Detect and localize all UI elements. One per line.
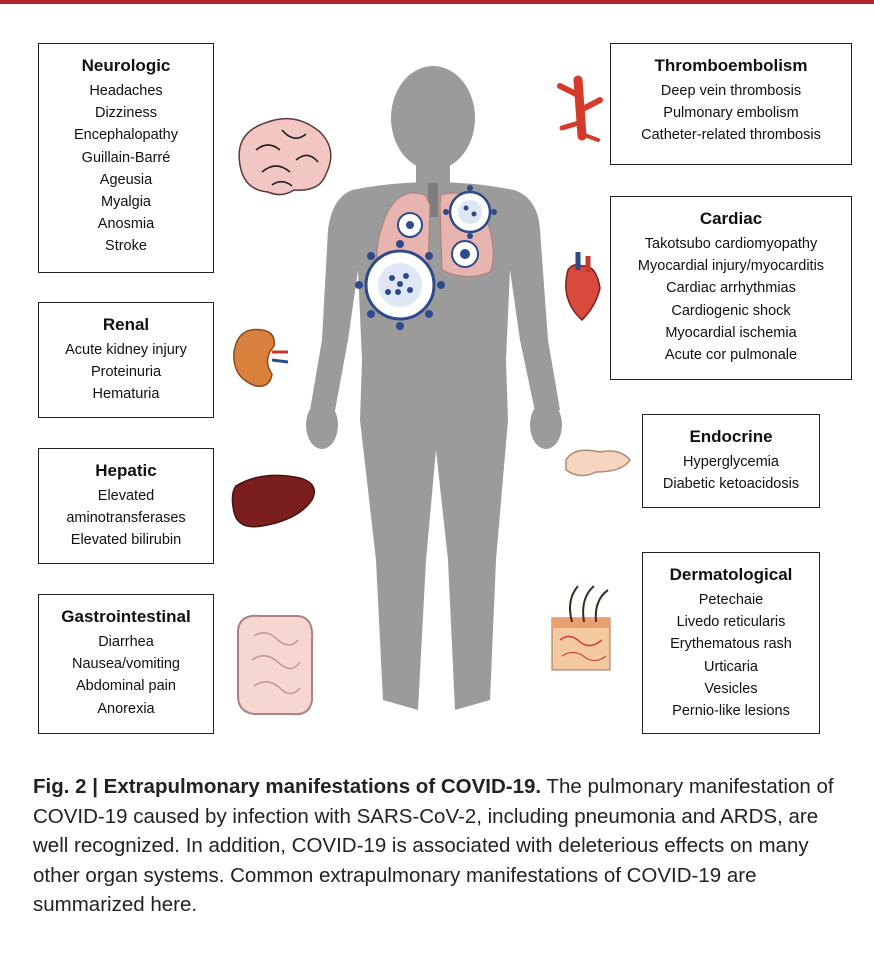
- box-title: Thromboembolism: [654, 56, 808, 75]
- virus-icon: [355, 185, 497, 330]
- neurologic-box: Neurologic Headaches Dizziness Encephalo…: [38, 43, 214, 273]
- list-item: Proteinuria: [90, 364, 162, 381]
- accent-bar: [0, 0, 874, 4]
- list-item: Myocardial ischemia: [665, 324, 797, 341]
- list-item: Acute kidney injury: [65, 342, 187, 358]
- list-item: Anosmia: [97, 216, 155, 233]
- box-title: Cardiac: [699, 209, 763, 228]
- list-item: Myocardial injury/myocarditis: [637, 258, 825, 275]
- endocrine-box: Endocrine Hyperglycemia Diabetic ketoaci…: [642, 414, 820, 508]
- caption-lead: Fig. 2 | Extrapulmonary manifestations o…: [33, 775, 542, 798]
- list-item: Encephalopathy: [74, 127, 178, 144]
- list-item: Ageusia: [99, 171, 153, 188]
- list-item: Livedo reticularis: [676, 614, 786, 631]
- list-item: Guillain-Barré: [81, 149, 171, 166]
- liver-icon: [231, 474, 315, 528]
- list-item: Pulmonary embolism: [663, 105, 799, 122]
- list-item: Diabetic ketoacidosis: [662, 476, 800, 493]
- list-item: Hyperglycemia: [683, 454, 779, 470]
- list-item: Anorexia: [97, 700, 155, 717]
- box-title: Hepatic: [95, 461, 157, 480]
- list-item: Elevated bilirubin: [70, 532, 182, 549]
- list-item: aminotransferases: [66, 510, 186, 527]
- box-title: Renal: [102, 315, 150, 334]
- human-body-icon: [306, 66, 562, 710]
- list-item: Takotsubo cardiomyopathy: [644, 236, 818, 252]
- box-title: Dermatological: [669, 565, 793, 584]
- renal-box: Renal Acute kidney injury Proteinuria He…: [38, 302, 214, 418]
- list-item: Acute cor pulmonale: [664, 347, 798, 364]
- list-item: Dizziness: [94, 105, 158, 122]
- list-item: Cardiac arrhythmias: [666, 280, 796, 297]
- list-item: Hematuria: [92, 386, 160, 403]
- list-item: Elevated: [97, 488, 155, 504]
- list-item: Erythematous rash: [670, 636, 792, 653]
- list-item: Headaches: [89, 83, 163, 99]
- kidney-icon: [233, 328, 289, 387]
- list-item: Deep vein thrombosis: [660, 83, 802, 99]
- box-title: Gastrointestinal: [61, 607, 191, 626]
- gastrointestinal-box: Gastrointestinal Diarrhea Nausea/vomitin…: [38, 594, 214, 734]
- list-item: Nausea/vomiting: [72, 656, 180, 673]
- list-item: Cardiogenic shock: [671, 302, 791, 319]
- hepatic-box: Hepatic Elevated aminotransferases Eleva…: [38, 448, 214, 564]
- list-item: Myalgia: [101, 194, 151, 211]
- pancreas-icon: [565, 449, 631, 477]
- thromboembolism-box: Thromboembolism Deep vein thrombosis Pul…: [610, 43, 852, 165]
- heart-icon: [565, 252, 601, 322]
- intestine-icon: [237, 614, 314, 716]
- brain-icon: [238, 117, 332, 196]
- figure-caption: Fig. 2 | Extrapulmonary manifestations o…: [33, 772, 853, 920]
- cardiac-box: Cardiac Takotsubo cardiomyopathy Myocard…: [610, 196, 852, 380]
- list-item: Petechaie: [698, 592, 764, 608]
- box-title: Endocrine: [689, 427, 773, 446]
- dermatological-box: Dermatological Petechaie Livedo reticula…: [642, 552, 820, 734]
- list-item: Diarrhea: [98, 634, 154, 650]
- list-item: Urticaria: [704, 658, 758, 675]
- blood-vessel-icon: [557, 75, 603, 142]
- organ-illustration: [231, 66, 631, 716]
- list-item: Catheter-related thrombosis: [641, 127, 821, 144]
- list-item: Stroke: [105, 238, 147, 255]
- list-item: Vesicles: [704, 680, 758, 697]
- list-item: Pernio-like lesions: [672, 703, 790, 720]
- list-item: Abdominal pain: [76, 678, 176, 695]
- box-title: Neurologic: [81, 56, 171, 75]
- skin-icon: [551, 585, 611, 671]
- caption-text: The pulmonary manifestation of COVID-19 …: [33, 775, 834, 916]
